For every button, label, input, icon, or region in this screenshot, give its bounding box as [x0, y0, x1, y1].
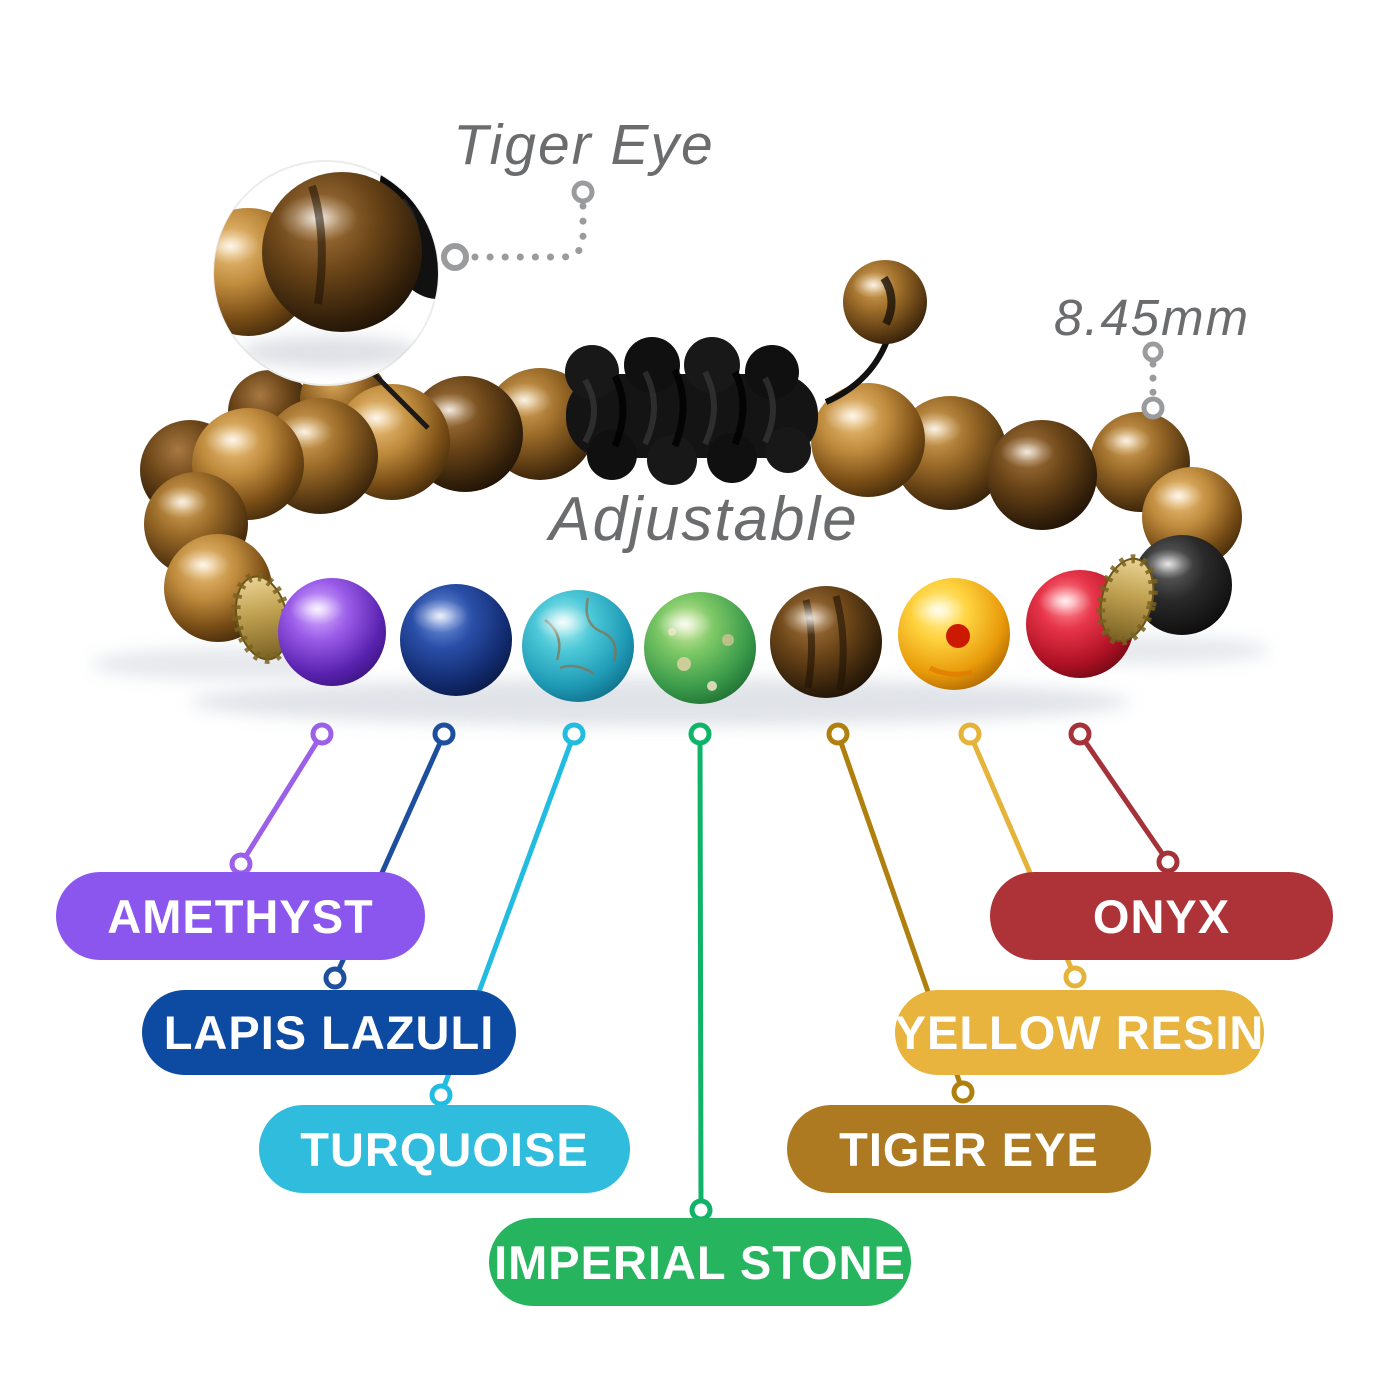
pill-imperial-stone: IMPERIAL STONE: [489, 1218, 911, 1306]
gold-spacer-right: [1096, 554, 1158, 646]
lapis-lazuli-bead: [400, 584, 512, 696]
pill-yellow-resin: YELLOW RESIN: [895, 990, 1264, 1075]
macrame-knot: [565, 337, 818, 485]
adjustable-label: Adjustable: [549, 485, 859, 554]
cord: [370, 370, 430, 430]
magnified-bead-label: Tiger Eye: [453, 113, 715, 177]
magnifier-inset: [213, 160, 439, 386]
turquoise-bead: [522, 590, 634, 702]
pill-turquoise: TURQUOISE: [259, 1105, 630, 1193]
pill-onyx: ONYX: [990, 872, 1333, 960]
connector-onyx: [1068, 722, 1180, 874]
bead-size-label: 8.45mm: [1053, 289, 1251, 346]
pill-lapis-lazuli: LAPIS LAZULI: [142, 990, 516, 1075]
amethyst-bead: [278, 578, 386, 686]
chakra-beads-front: [231, 554, 1158, 704]
tiger-eye-beads-left: [140, 356, 596, 642]
imperial-stone-bead: [644, 592, 756, 704]
tiger-eye-beads-right: [811, 383, 1242, 635]
pill-tiger-eye: TIGER EYE: [787, 1105, 1151, 1193]
connector-amethyst: [229, 722, 334, 876]
tiger-eye-front-bead: [770, 586, 882, 698]
bead-size-leader: [1141, 341, 1165, 420]
pill-amethyst: AMETHYST: [56, 872, 425, 960]
connector-imperial-stone: [688, 722, 713, 1222]
adjuster-bead: [824, 260, 927, 405]
tiger-eye-leader: [441, 180, 595, 271]
yellow-resin-bead: [898, 578, 1010, 690]
